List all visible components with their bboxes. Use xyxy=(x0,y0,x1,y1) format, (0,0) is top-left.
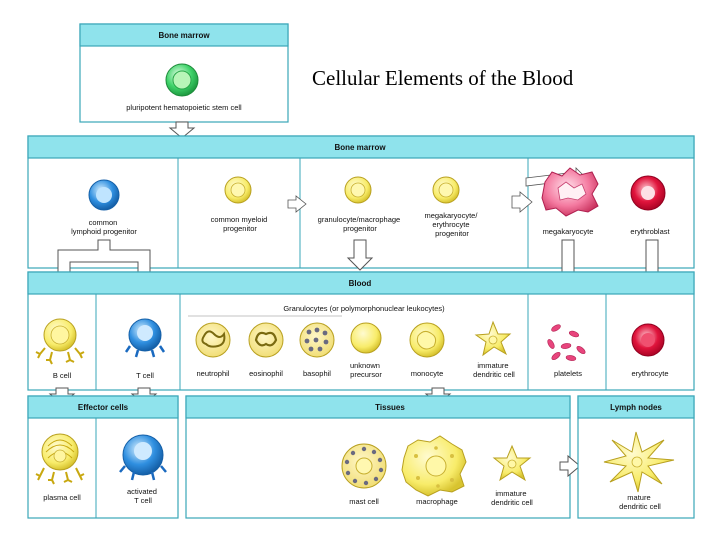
basophil: basophil xyxy=(299,322,335,378)
immature-dendritic-cell-tissue: immature dendritic cell xyxy=(491,444,533,507)
erythrocyte-label: erythrocyte xyxy=(631,369,668,378)
t-cell: T cell xyxy=(124,318,166,380)
platelets xyxy=(547,324,586,361)
common-myeloid-progenitor: common myeloid progenitor xyxy=(211,176,270,233)
slide-title: Cellular Elements of the Blood xyxy=(312,66,574,90)
activated-t-cell-label: activated T cell xyxy=(127,487,159,505)
tissues-header: Tissues xyxy=(375,403,405,412)
effector-cells-header: Effector cells xyxy=(78,403,129,412)
stem-cell-label: pluripotent hematopoietic stem cell xyxy=(126,103,242,112)
mast-cell-label: mast cell xyxy=(349,497,379,506)
stem-cell xyxy=(165,63,199,97)
plasma-cell-label: plasma cell xyxy=(43,493,81,502)
immature-dendritic-cell-blood-label: immature dendritic cell xyxy=(473,361,515,379)
mature-dendritic-cell-label: mature dendritic cell xyxy=(619,493,661,511)
stem-cell-panel: Bone marrow pluripotent hematopoietic st… xyxy=(79,23,289,123)
immature-dendritic-cell-blood: immature dendritic cell xyxy=(473,320,515,379)
erythroblast-label: erythroblast xyxy=(630,227,670,236)
basophil-label: basophil xyxy=(303,369,331,378)
arrow-down-granulocyte xyxy=(346,239,374,271)
megakaryocyte-erythrocyte-label: megakaryocyte/ erythrocyte progenitor xyxy=(424,211,479,238)
arrow-right-lymph xyxy=(559,454,581,478)
mature-dendritic-cell: mature dendritic cell xyxy=(603,431,675,511)
megakaryocyte-erythrocyte-progenitor: megakaryocyte/ erythrocyte progenitor xyxy=(424,176,479,238)
eosinophil: eosinophil xyxy=(248,322,284,378)
top-bone-marrow-header: Bone marrow xyxy=(158,31,210,40)
activated-t-cell: activated T cell xyxy=(119,434,167,505)
monocyte-label: monocyte xyxy=(411,369,444,378)
megakaryocyte: megakaryocyte xyxy=(541,167,599,236)
erythrocyte: erythrocyte xyxy=(631,323,669,378)
b-cell: B cell xyxy=(35,318,85,380)
common-myeloid-label: common myeloid progenitor xyxy=(211,215,270,233)
mast-cell: mast cell xyxy=(341,443,387,506)
granulocytes-header: Granulocytes (or polymorphonuclear leuko… xyxy=(283,304,445,313)
common-lymphoid-progenitor: common lymphoid progenitor xyxy=(71,179,137,236)
unknown-precursor: unknown precursor xyxy=(350,322,382,379)
arrow-down-stem xyxy=(168,121,196,139)
monocyte: monocyte xyxy=(409,322,445,378)
granulocyte-macrophage-progenitor: granulocyte/macrophage progenitor xyxy=(318,176,403,233)
tissues-panel: Tissues xyxy=(185,395,571,519)
eosinophil-label: eosinophil xyxy=(249,369,283,378)
common-lymphoid-label: common lymphoid progenitor xyxy=(71,218,137,236)
granulocyte-macrophage-label: granulocyte/macrophage progenitor xyxy=(318,215,403,233)
macrophage-label: macrophage xyxy=(416,497,458,506)
neutrophil-label: neutrophil xyxy=(197,369,230,378)
bone-marrow-header: Bone marrow xyxy=(334,143,386,152)
megakaryocyte-label: megakaryocyte xyxy=(543,227,594,236)
unknown-precursor-label: unknown precursor xyxy=(350,361,382,379)
erythroblast: erythroblast xyxy=(630,175,671,236)
macrophage: macrophage xyxy=(401,435,467,506)
t-cell-label: T cell xyxy=(136,371,154,380)
immature-dendritic-cell-tissue-label: immature dendritic cell xyxy=(491,489,533,507)
plasma-cell: plasma cell xyxy=(35,433,85,502)
b-cell-label: B cell xyxy=(53,371,72,380)
lymph-nodes-header: Lymph nodes xyxy=(610,403,662,412)
neutrophil: neutrophil xyxy=(195,322,231,378)
platelets-label: platelets xyxy=(554,369,582,378)
blood-header: Blood xyxy=(349,279,372,288)
